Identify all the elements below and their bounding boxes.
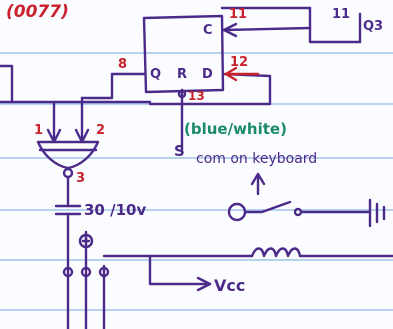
pin-c-label: C bbox=[203, 23, 213, 38]
q-output-wire bbox=[80, 72, 146, 100]
switch-blade bbox=[243, 200, 292, 214]
gate-output-number: 3 bbox=[76, 171, 86, 186]
capacitor-value: 30 /10v bbox=[84, 201, 147, 219]
wire-color-note: (blue/white) bbox=[184, 120, 287, 138]
clock-arrow bbox=[222, 22, 238, 38]
vcc-wire bbox=[148, 254, 212, 286]
gate-input1-number: 1 bbox=[34, 123, 44, 138]
lower-node bbox=[98, 266, 110, 278]
vcc-label: Vcc bbox=[214, 276, 246, 295]
gate-input2-number: 2 bbox=[96, 123, 106, 138]
lower-node-plus bbox=[78, 233, 94, 249]
switch-up-arrow bbox=[250, 172, 266, 186]
lower-node bbox=[80, 266, 92, 278]
s-label: S bbox=[174, 142, 185, 160]
left-box-stub bbox=[0, 64, 14, 104]
clock-wire bbox=[222, 26, 312, 32]
upstream-pin-number: 11 bbox=[332, 7, 351, 22]
inductor-coil bbox=[250, 247, 302, 258]
pin-r-label: R bbox=[177, 67, 188, 82]
lower-node bbox=[62, 266, 74, 278]
vcc-arrow bbox=[196, 276, 212, 292]
pin-d-label: D bbox=[202, 67, 213, 82]
pin-q-number: 8 bbox=[118, 57, 128, 72]
upstream-chip-outline bbox=[308, 6, 362, 44]
nand-gate bbox=[36, 140, 100, 170]
r-pin-node bbox=[177, 89, 187, 99]
pin-c-number: 11 bbox=[229, 7, 248, 22]
pin-q-label: Q bbox=[150, 67, 162, 82]
switch-contact bbox=[227, 202, 247, 222]
pin-r-number: 13 bbox=[188, 89, 205, 103]
pin-d-number: 12 bbox=[230, 55, 249, 70]
keyboard-label: com on keyboard bbox=[196, 151, 318, 167]
flipflop-box bbox=[142, 14, 225, 94]
plus-mark bbox=[81, 236, 91, 246]
header-code: (0077) bbox=[6, 2, 69, 22]
upstream-output-label: Q3 bbox=[363, 19, 384, 34]
ground-symbol bbox=[368, 198, 386, 228]
d-input-arrow-head bbox=[223, 66, 238, 82]
